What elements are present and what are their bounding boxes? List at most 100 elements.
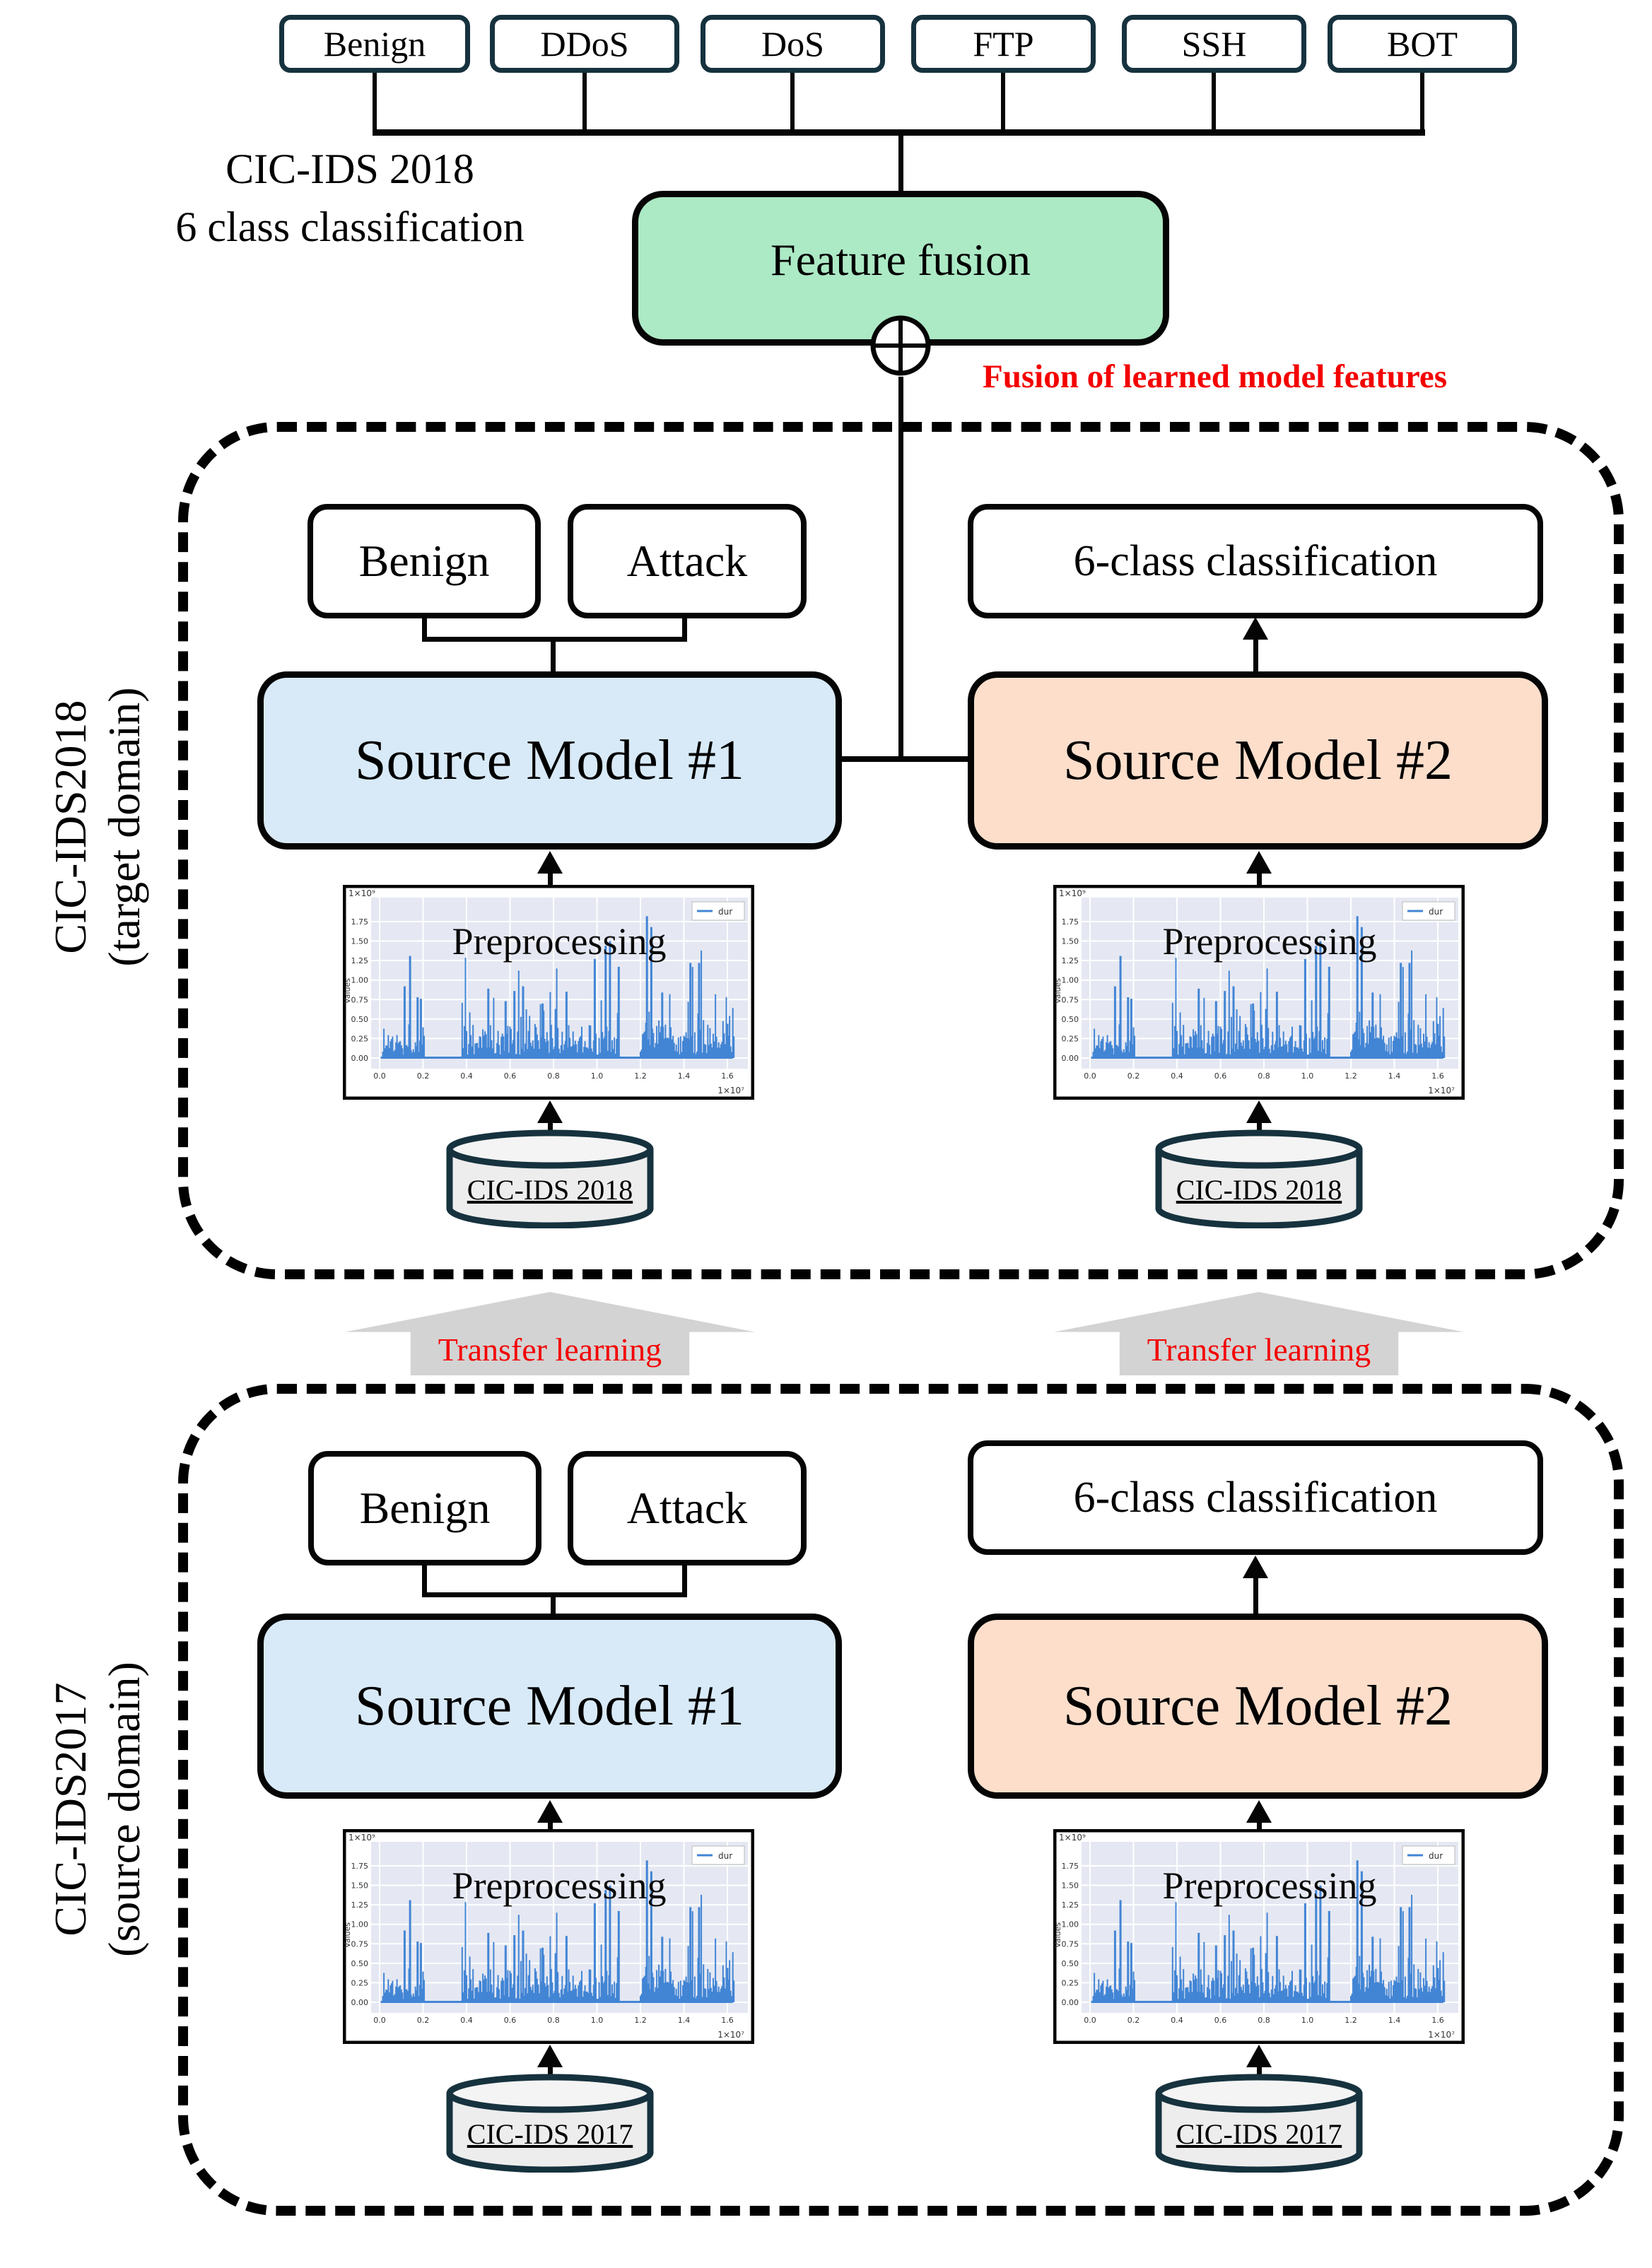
fusion-note: Fusion of learned model features bbox=[983, 358, 1448, 395]
svg-text:1.00: 1.00 bbox=[351, 1920, 369, 1929]
svg-text:1.50: 1.50 bbox=[351, 1881, 369, 1891]
arrow-up-icon bbox=[1243, 617, 1268, 640]
target-source-model-2: Source Model #2 bbox=[968, 671, 1548, 850]
svg-text:dur: dur bbox=[1429, 907, 1443, 917]
class-box-bot: BOT bbox=[1328, 15, 1517, 73]
connector-line bbox=[898, 377, 903, 762]
database-icon bbox=[1155, 2074, 1363, 2173]
class-box-bot-label: BOT bbox=[1387, 24, 1458, 64]
svg-text:1.4: 1.4 bbox=[678, 2016, 691, 2025]
arrow-up-icon bbox=[537, 1100, 563, 1123]
svg-text:Preprocessing: Preprocessing bbox=[1163, 920, 1377, 963]
svg-text:0.50: 0.50 bbox=[351, 1959, 369, 1968]
class-box-ddos: DDoS bbox=[490, 15, 679, 73]
svg-text:1×10⁹: 1×10⁹ bbox=[1059, 888, 1086, 898]
dataset-title: CIC-IDS 2018 bbox=[225, 146, 474, 192]
svg-text:1×10⁷: 1×10⁷ bbox=[1428, 2030, 1455, 2040]
source-attack-box: Attack bbox=[568, 1451, 807, 1565]
bracket-line bbox=[682, 1565, 687, 1597]
arrow-up-icon bbox=[537, 2045, 563, 2067]
source-database-1: CIC-IDS 2017 bbox=[445, 2074, 655, 2173]
svg-text:1.00: 1.00 bbox=[351, 976, 369, 985]
svg-text:1×10⁹: 1×10⁹ bbox=[348, 1833, 375, 1843]
svg-text:1×10⁷: 1×10⁷ bbox=[717, 1086, 744, 1095]
target-database-1: CIC-IDS 2018 bbox=[445, 1129, 655, 1229]
svg-text:1.50: 1.50 bbox=[351, 937, 369, 946]
bracket-line bbox=[551, 1592, 556, 1615]
database-icon bbox=[446, 2074, 654, 2173]
class-box-ddos-label: DDoS bbox=[540, 24, 629, 64]
svg-text:1.2: 1.2 bbox=[634, 2016, 647, 2025]
svg-text:0.00: 0.00 bbox=[1062, 1054, 1079, 1063]
svg-text:dur: dur bbox=[718, 907, 732, 917]
arrow-line bbox=[1257, 868, 1262, 885]
svg-text:0.6: 0.6 bbox=[1214, 1071, 1227, 1081]
svg-text:0.25: 0.25 bbox=[1062, 1978, 1079, 1987]
connector-line bbox=[1212, 73, 1216, 131]
svg-text:Preprocessing: Preprocessing bbox=[452, 920, 667, 963]
target-six-class-label: 6-class classification bbox=[1073, 536, 1438, 585]
svg-text:0.0: 0.0 bbox=[1084, 1071, 1096, 1081]
target-benign-label: Benign bbox=[358, 536, 490, 586]
arrow-line bbox=[1257, 2061, 1262, 2078]
svg-text:1.0: 1.0 bbox=[591, 1071, 604, 1081]
svg-text:1.2: 1.2 bbox=[1345, 2016, 1357, 2025]
svg-text:1.2: 1.2 bbox=[634, 1071, 647, 1081]
arrow-line bbox=[548, 868, 553, 885]
svg-text:1.0: 1.0 bbox=[1301, 1071, 1314, 1081]
class-box-benign: Benign bbox=[279, 15, 470, 73]
source-source-model-2-label: Source Model #2 bbox=[1062, 1674, 1453, 1737]
target-database-1-label: CIC-IDS 2018 bbox=[467, 1174, 633, 1206]
svg-text:1×10⁹: 1×10⁹ bbox=[1059, 1833, 1086, 1843]
svg-text:1.6: 1.6 bbox=[1431, 2016, 1444, 2025]
source-domain-side-label-line2: (source domain) bbox=[99, 1662, 149, 1957]
svg-text:1.4: 1.4 bbox=[1388, 1071, 1401, 1081]
svg-text:1.50: 1.50 bbox=[1062, 937, 1079, 946]
bracket-line bbox=[682, 618, 687, 642]
source-six-class-label: 6-class classification bbox=[1073, 1473, 1438, 1522]
source-benign-box: Benign bbox=[308, 1451, 541, 1565]
svg-text:0.6: 0.6 bbox=[504, 1071, 517, 1081]
class-box-benign-label: Benign bbox=[323, 24, 426, 64]
svg-text:0.25: 0.25 bbox=[1062, 1034, 1079, 1043]
svg-text:1.2: 1.2 bbox=[1345, 1071, 1357, 1081]
svg-text:0.2: 0.2 bbox=[1127, 2016, 1140, 2025]
svg-text:1.6: 1.6 bbox=[721, 2016, 734, 2025]
class-box-dos: DoS bbox=[701, 15, 885, 73]
svg-text:dur: dur bbox=[718, 1851, 732, 1861]
svg-text:0.50: 0.50 bbox=[1062, 1959, 1079, 1968]
source-source-model-2: Source Model #2 bbox=[968, 1614, 1548, 1799]
svg-text:Values: Values bbox=[343, 1922, 352, 1948]
svg-text:0.2: 0.2 bbox=[1127, 1071, 1140, 1081]
svg-text:1.4: 1.4 bbox=[1388, 2016, 1401, 2025]
source-database-2-label: CIC-IDS 2017 bbox=[1176, 2118, 1342, 2150]
svg-text:1.25: 1.25 bbox=[1062, 956, 1079, 965]
svg-text:1.4: 1.4 bbox=[678, 1071, 691, 1081]
svg-text:0.0: 0.0 bbox=[1084, 2016, 1096, 2025]
source-database-2: CIC-IDS 2017 bbox=[1154, 2074, 1364, 2173]
target-domain-container bbox=[178, 422, 1624, 1279]
svg-text:1×10⁷: 1×10⁷ bbox=[717, 2030, 744, 2040]
svg-text:Values: Values bbox=[343, 978, 352, 1004]
svg-text:0.00: 0.00 bbox=[351, 1054, 369, 1063]
class-box-ssh: SSH bbox=[1122, 15, 1306, 73]
svg-text:0.6: 0.6 bbox=[1214, 2016, 1227, 2025]
svg-text:1.00: 1.00 bbox=[1062, 976, 1079, 985]
connector-line bbox=[373, 73, 377, 131]
bracket-line bbox=[551, 637, 556, 674]
source-source-model-1: Source Model #1 bbox=[257, 1614, 842, 1799]
class-box-ssh-label: SSH bbox=[1181, 24, 1247, 64]
svg-text:1.0: 1.0 bbox=[591, 2016, 604, 2025]
bus-line bbox=[373, 129, 1425, 136]
svg-text:1×10⁷: 1×10⁷ bbox=[1428, 1086, 1455, 1095]
arrow-up-icon bbox=[1246, 2045, 1272, 2067]
arrow-line bbox=[548, 1117, 553, 1134]
svg-text:0.2: 0.2 bbox=[417, 1071, 430, 1081]
svg-text:1.75: 1.75 bbox=[1062, 917, 1079, 927]
svg-text:0.00: 0.00 bbox=[1062, 1998, 1079, 2007]
target-database-2-label: CIC-IDS 2018 bbox=[1176, 1174, 1342, 1206]
